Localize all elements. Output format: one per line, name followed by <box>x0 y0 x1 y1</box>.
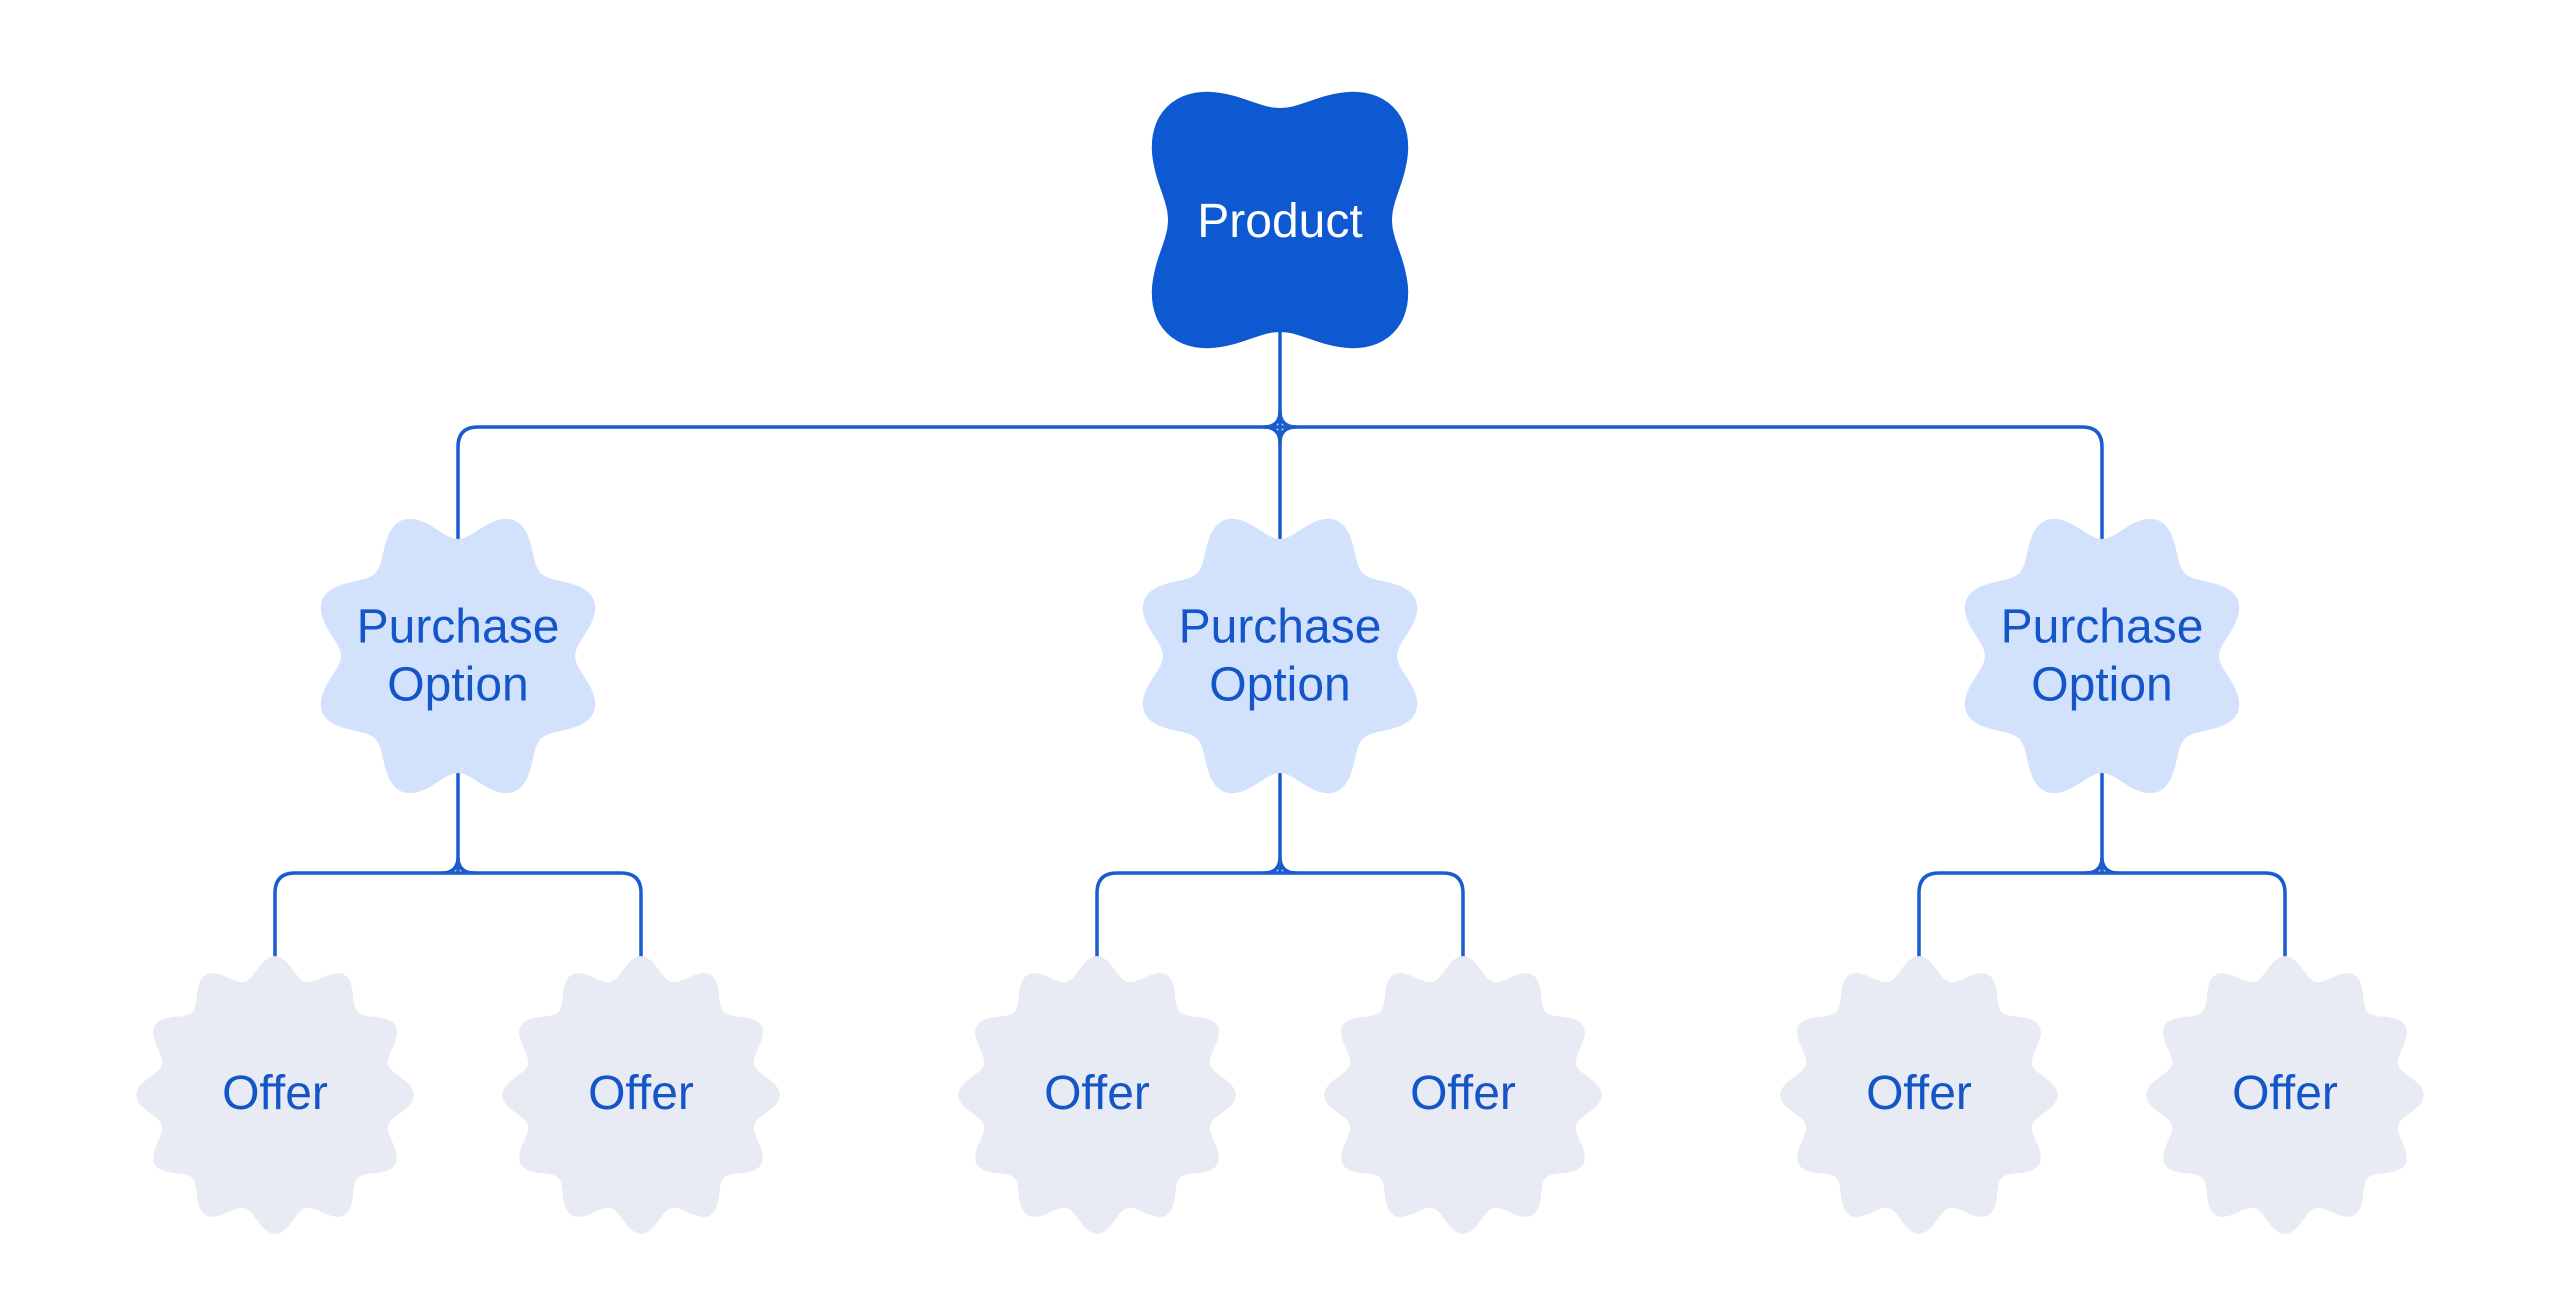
purchase-option-node-label-3: Purchase Option <box>2000 600 2204 711</box>
offer-node-label-5: Offer <box>1866 1067 1972 1121</box>
root-junction-fillets <box>1262 409 1298 445</box>
offer-node-shape-5 <box>1780 956 2058 1234</box>
connector-option2-to-offers <box>1095 763 1465 1002</box>
product-node-shape <box>1151 91 1409 349</box>
purchase-option-node-label-2: Purchase Option <box>1178 600 1382 711</box>
connector-option3-to-offers <box>1917 763 2287 1002</box>
offer-node-shape-1 <box>136 956 414 1234</box>
level1-rail-line <box>456 425 2104 562</box>
offer-node-label-1: Offer <box>222 1067 328 1121</box>
option2-stem-line <box>1262 763 1298 875</box>
product-node-label: Product <box>1197 195 1363 249</box>
offer-node-shape-2 <box>502 956 780 1234</box>
offer-node-label-6: Offer <box>2232 1067 2338 1121</box>
option1-rail-line <box>273 871 643 1002</box>
offer-node-label-2: Offer <box>588 1067 694 1121</box>
offer-node-shape-4 <box>1324 956 1602 1234</box>
option2-rail-line <box>1095 871 1465 1002</box>
option1-stem-line <box>440 763 476 875</box>
purchase-option-node-shape-3 <box>1964 518 2240 794</box>
purchase-option-node-shape-1 <box>320 518 596 794</box>
purchase-option-node-shape-2 <box>1142 518 1418 794</box>
purchase-option-node-label-1: Purchase Option <box>356 600 560 711</box>
option3-stem-line <box>2084 763 2120 875</box>
offer-node-label-3: Offer <box>1044 1067 1150 1121</box>
offer-node-label-4: Offer <box>1410 1067 1516 1121</box>
connector-root-to-options <box>456 326 2104 562</box>
offer-node-shape-3 <box>958 956 1236 1234</box>
option3-rail-line <box>1917 871 2287 1002</box>
offer-node-shape-6 <box>2146 956 2424 1234</box>
connector-option1-to-offers <box>273 763 643 1002</box>
